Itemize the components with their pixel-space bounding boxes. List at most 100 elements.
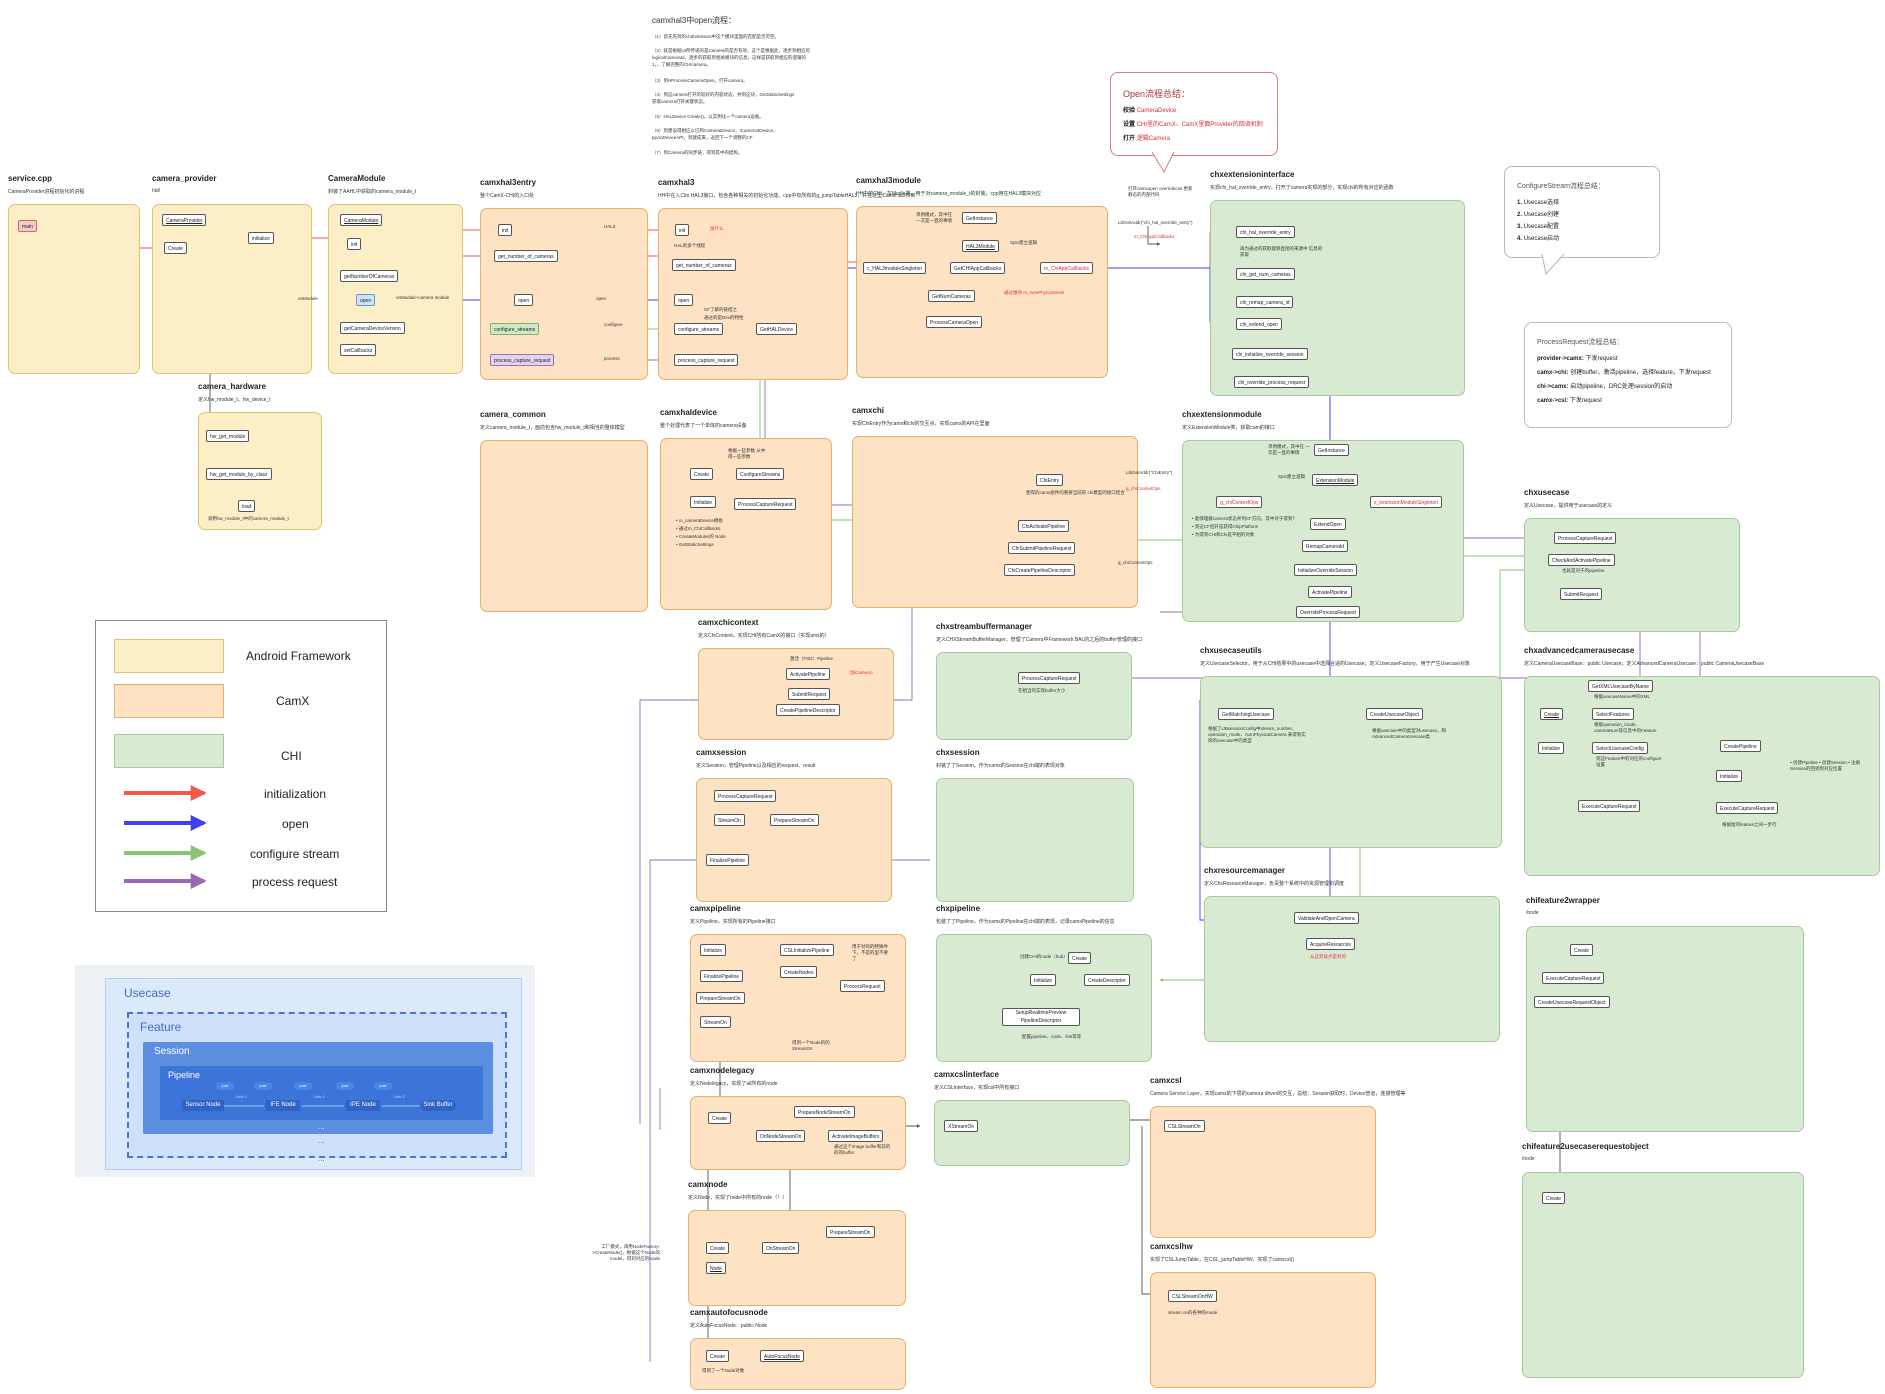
node-initialize-override-session[interactable]: InitializeOverrideSession — [1294, 564, 1358, 576]
node-activate-image-buffers[interactable]: ActivateImageBuffers — [828, 1130, 884, 1142]
node-chi-remap-camera-id[interactable]: chi_remap_camera_id — [1236, 296, 1294, 308]
node-mod-get-instance[interactable]: GetInstance — [962, 212, 997, 224]
node-entry-open[interactable]: open — [514, 294, 534, 306]
node-activate-pipeline[interactable]: ActivatePipeline — [1308, 586, 1352, 598]
node-af-create[interactable]: Create — [706, 1350, 730, 1362]
node-hw-get-module-by-class[interactable]: hw_get_module_by_class — [206, 468, 272, 480]
node-create-usecase-object[interactable]: CreateUsecaseObject — [1366, 708, 1423, 720]
node-pipeline-initialize[interactable]: Initialize — [700, 944, 727, 956]
node-hal3-init[interactable]: init — [675, 224, 690, 236]
node-chi-get-num-cameras[interactable]: chi_get_num_cameras — [1236, 268, 1295, 280]
node-remap-camera-id[interactable]: RemapCameraId — [1302, 540, 1349, 552]
node-create-pipeline[interactable]: CreatePipeline — [1720, 740, 1761, 752]
node-f2u-create[interactable]: Create — [1542, 1192, 1566, 1204]
node-csl-initialize-pipeline[interactable]: CSLInitializePipeline — [780, 944, 834, 956]
node-chi-hal-override-entry[interactable]: chi_hal_override_entry — [1236, 226, 1295, 238]
node-hal3-configure[interactable]: configure_streams — [674, 323, 724, 335]
node-chi-override-process-request[interactable]: chi_override_process_request — [1234, 376, 1309, 388]
node-prepare-node-stream-on[interactable]: PrepareNodeStreamOn — [794, 1106, 855, 1118]
node-em-get-instance[interactable]: GetInstance — [1314, 444, 1349, 456]
node-chi-initialize-override-session[interactable]: chi_initialize_override_session — [1232, 348, 1308, 360]
node-process-camera-open[interactable]: ProcessCameraOpen — [926, 316, 983, 328]
node-adv-initialize[interactable]: Initialize — [1538, 742, 1565, 754]
node-csl-stream-on[interactable]: CSLStreamOn — [1164, 1120, 1205, 1132]
node-adv-create[interactable]: Create — [1540, 708, 1564, 720]
node-nl-create[interactable]: Create — [708, 1112, 732, 1124]
node-f2-create[interactable]: Create — [1570, 944, 1594, 956]
node-get-camera-device-version[interactable]: getCameraDeviceVersion — [340, 322, 405, 334]
node-pipeline-prepare-stream-on[interactable]: PrepareStreamOn — [696, 992, 745, 1004]
node-hal3-open[interactable]: open — [674, 294, 694, 306]
node-chi-app-callbacks[interactable]: m_ChiAppCallbacks — [1040, 262, 1094, 274]
node-x-stream-on[interactable]: XStreamOn — [944, 1120, 979, 1132]
node-extend-open[interactable]: ExtendOpen — [1310, 518, 1346, 530]
node-node-create[interactable]: Create — [706, 1242, 730, 1254]
node-process-request[interactable]: ProcessRequest — [840, 980, 885, 992]
node-cc-activate-pipeline[interactable]: ActivatePipeline — [786, 668, 830, 680]
node-chxpipeline-create[interactable]: Create — [1068, 952, 1092, 964]
node-chi-entry[interactable]: ChiEntry — [1036, 474, 1064, 486]
node-hw-get-module[interactable]: hw_get_module — [206, 430, 250, 442]
node-select-features[interactable]: SelectFeatures — [1592, 708, 1634, 720]
node-init[interactable]: init — [347, 238, 362, 250]
node-cc-submit-request[interactable]: SubmitRequest — [788, 688, 831, 700]
node-device-create[interactable]: Create — [690, 468, 714, 480]
node-extension-module-singleton[interactable]: s_extensionModuleSingleton — [1370, 496, 1442, 508]
node-initialize[interactable]: initialize — [248, 232, 274, 244]
node-f2-execute-capture-request[interactable]: ExecuteCaptureRequest — [1542, 972, 1605, 984]
node-chi-activate-pipeline[interactable]: ChiActivatePipeline — [1018, 520, 1070, 532]
node-pipeline-stream-on[interactable]: StreamOn — [700, 1016, 731, 1028]
node-csl-stream-on-hw[interactable]: CSLStreamOnHW — [1168, 1290, 1217, 1302]
node-get-number-of-cameras[interactable]: getNumberOfCameras — [340, 270, 399, 282]
node-chi-context-ops[interactable]: g_chiContextOps — [1216, 496, 1263, 508]
node-on-stream-on[interactable]: OnStreamOn — [762, 1242, 800, 1254]
node-hal3module[interactable]: HAL3Module — [962, 240, 999, 252]
node-main[interactable]: main — [18, 220, 37, 232]
node-session-prepare-stream-on[interactable]: PrepareStreamOn — [770, 814, 819, 826]
node-adv-init[interactable]: Initialize — [1716, 770, 1743, 782]
node-camera-provider[interactable]: CameraProvider — [162, 214, 207, 226]
node-uc-process-capture-request[interactable]: ProcessCaptureRequest — [1554, 532, 1617, 544]
node-entry-get-number[interactable]: get_number_of_cameras — [494, 250, 558, 262]
node-create[interactable]: Create — [164, 242, 188, 254]
node-create-usecase-request-object[interactable]: CreateUsecaseRequestObject — [1534, 996, 1610, 1008]
node-extension-module[interactable]: ExtensionModule — [1312, 474, 1359, 486]
node-set-callbacks[interactable]: setCallbacks — [340, 344, 377, 356]
node-acquire-resources[interactable]: AcquireResources — [1306, 938, 1355, 950]
node-load[interactable]: load — [238, 500, 256, 512]
node-open[interactable]: open — [356, 294, 376, 306]
node-device-configure-streams[interactable]: ConfigureStreams — [736, 468, 785, 480]
node-session-stream-on[interactable]: StreamOn — [714, 814, 745, 826]
node-check-and-activate-pipeline[interactable]: CheckAndActivatePipeline — [1548, 554, 1615, 566]
node-entry-process[interactable]: process_capture_request — [490, 354, 555, 366]
node-hal3-get-number[interactable]: get_number_of_cameras — [672, 259, 736, 271]
node-select-usecase-config[interactable]: SelectUsecaseConfig — [1592, 742, 1648, 754]
node-camera-module[interactable]: CameraModule — [340, 214, 383, 226]
node-session-finalize-pipeline[interactable]: FinalizePipeline — [706, 854, 750, 866]
node-device-process-capture-request[interactable]: ProcessCaptureRequest — [734, 498, 797, 510]
node-node-prepare-stream-on[interactable]: PrepareStreamOn — [826, 1226, 875, 1238]
node-cc-create-pipeline-descriptor[interactable]: CreatePipelineDescriptor — [776, 704, 840, 716]
node-validate-and-open-camera[interactable]: ValidateAndOpenCamera — [1294, 912, 1359, 924]
node-chi-create-pipeline-descriptor[interactable]: ChiCreatePipelineDescriptor — [1004, 564, 1076, 576]
node-chi-extend-open[interactable]: chi_extend_open — [1236, 318, 1283, 330]
node-on-node-stream-on[interactable]: OnNodeStreamOn — [756, 1130, 806, 1142]
node-device-initialize[interactable]: Initialize — [690, 496, 717, 508]
node-get-hal-device[interactable]: GetHALDevice — [756, 323, 798, 335]
node-chi-submit-pipeline-request[interactable]: ChiSubmitPipelineRequest — [1008, 542, 1076, 554]
node-hal3-process[interactable]: process_capture_request — [674, 354, 739, 366]
node-get-matching-usecase[interactable]: GetMatchingUsecase — [1218, 708, 1274, 720]
node-adv-execute-capture-request[interactable]: ExecuteCaptureRequest — [1578, 800, 1641, 812]
node-create-nodes[interactable]: CreateNodes — [780, 966, 818, 978]
node-get-num-cameras[interactable]: GetNumCameras — [928, 290, 975, 302]
node-session-process-capture-request[interactable]: ProcessCaptureRequest — [714, 790, 777, 802]
node-entry-configure[interactable]: configure_streams — [490, 323, 540, 335]
node-pipeline-finalize[interactable]: FinalizePipeline — [700, 970, 744, 982]
node-setup-realtime-preview[interactable]: SetupRealtimePreview PipelineDescriptor — [1002, 1008, 1080, 1026]
node-entry-init[interactable]: init — [498, 224, 513, 236]
node-override-process-request[interactable]: OverrideProcessRequest — [1296, 606, 1360, 618]
node-get-chi-app-callbacks[interactable]: GetCHIAppCallbacks — [950, 262, 1006, 274]
node-adv-execute-capture-request-2[interactable]: ExecuteCaptureRequest — [1716, 802, 1779, 814]
node-uc-submit-request[interactable]: SubmitRequest — [1560, 588, 1603, 600]
node-node[interactable]: Node — [706, 1262, 726, 1274]
